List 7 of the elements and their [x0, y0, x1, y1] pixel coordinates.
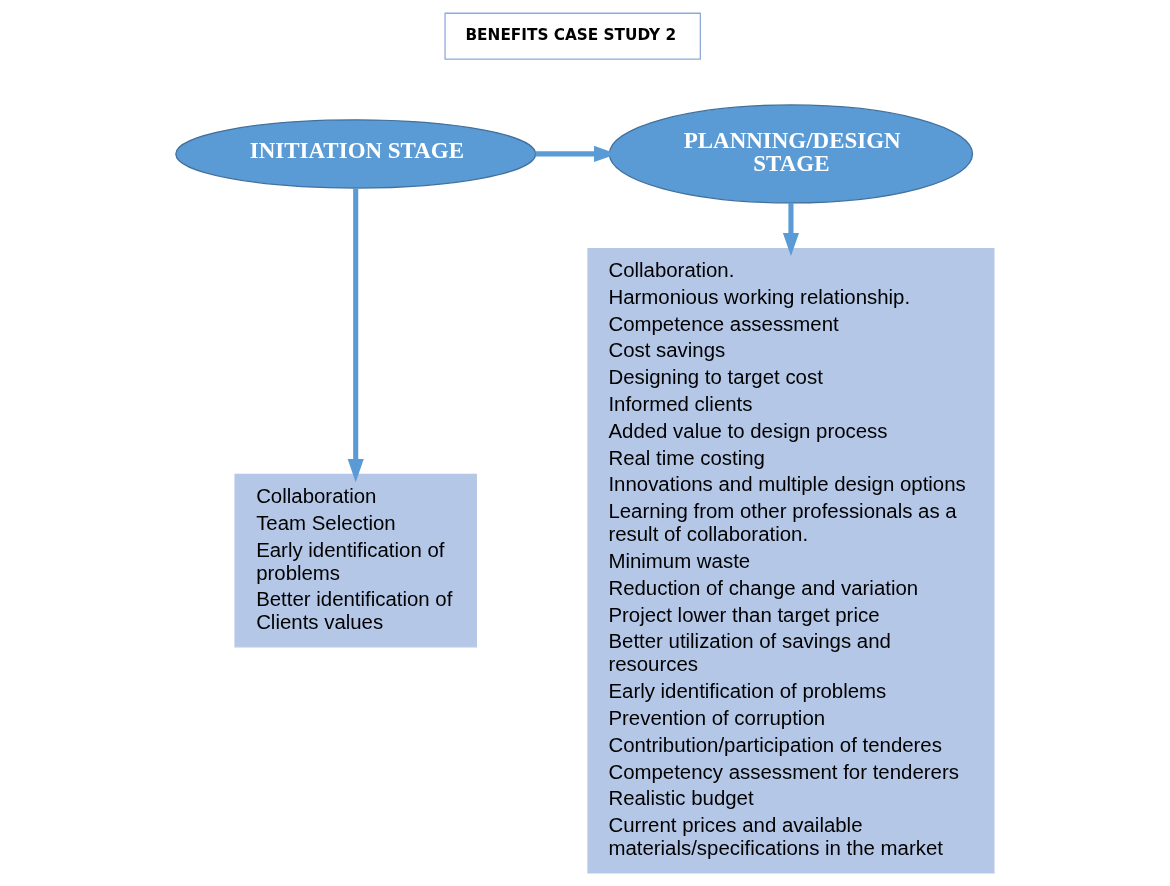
arrow	[347, 188, 364, 483]
node-box: BENEFITS CASE STUDY 2	[444, 12, 701, 60]
arrow	[782, 202, 800, 257]
node-box: Collaboration Team Selection Early identification of problems Better identification of Clients values	[234, 473, 477, 648]
node-ellipse: PLANNING/DESIGN STAGE	[608, 104, 974, 204]
node-box: Collaboration. Harmonious working relationship. Competence assessment Cost savings Designing to target cost Informed clients Added value to design process Real time costing Innovations and multiple design options Learning from other professionals as a result of collaboration. Minimum waste Reduction of change and variation Project lower than target price Better utilization of savings and resources Early identification of problems Prevention of corruption Contribution/participation of tenderes Competency assessment for tenderers Realistic budget Current prices and available materials/specifications in the market	[587, 247, 995, 874]
node-ellipse: INITIATION STAGE	[175, 119, 537, 189]
